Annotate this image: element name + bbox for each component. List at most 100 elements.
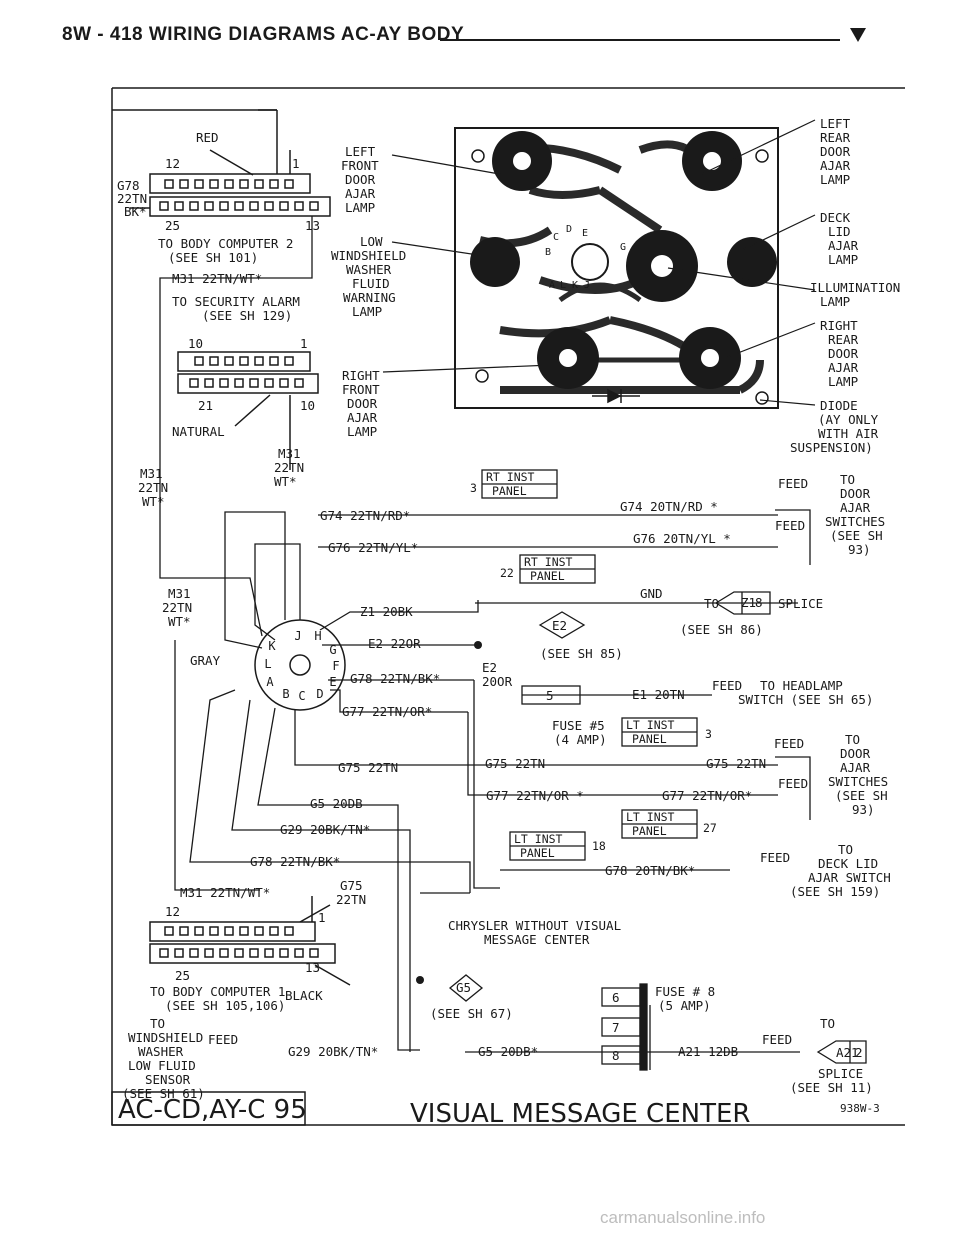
lamp-label-left-rear: LEFT REAR DOOR AJAR LAMP xyxy=(820,116,851,187)
header-rule xyxy=(440,39,840,41)
wire-label: 22TN xyxy=(138,480,168,495)
label-line: DIODE xyxy=(820,398,858,413)
feed-label: FEED xyxy=(712,678,742,693)
wire-label: G75 xyxy=(340,878,363,893)
note-line: WASHER xyxy=(138,1044,184,1059)
wire-label: 22TN xyxy=(336,892,366,907)
label-line: LAMP xyxy=(828,252,858,267)
lamp-leaders xyxy=(382,119,816,406)
vmc-wires xyxy=(159,458,778,1052)
connector-body-computer-2-labels: RED 12 1 25 13 TO BODY COMPUTER 2 (SEE S… xyxy=(117,130,320,323)
note-line: TO xyxy=(150,1016,165,1031)
label-line: LAMP xyxy=(820,294,850,309)
note-line: SENSOR xyxy=(145,1072,191,1087)
note-line: (SEE SH xyxy=(835,788,888,803)
wire-label: G5 20DB* xyxy=(478,1044,538,1059)
connector-body-computer-1 xyxy=(149,896,351,986)
note-line: AJAR xyxy=(840,500,871,515)
board-pins: C D E B G H A L K J xyxy=(545,224,636,291)
watermark: carmanualsonline.info xyxy=(600,1208,766,1227)
board-pin: C xyxy=(553,232,559,243)
note-line: AJAR xyxy=(840,760,871,775)
footer: AC-CD,AY-C 95 VISUAL MESSAGE CENTER 938W… xyxy=(118,1095,880,1129)
panel-label: PANEL xyxy=(492,484,527,498)
note-line: TO xyxy=(845,732,860,747)
panel-label: PANEL xyxy=(520,846,555,860)
feed-label: FEED xyxy=(774,736,804,751)
pin-number: 10 xyxy=(300,398,315,413)
label-line: WASHER xyxy=(346,262,392,277)
pin-letter: E xyxy=(329,675,336,689)
panel-label: LT INST xyxy=(626,810,675,824)
panel-label: LT INST xyxy=(626,718,675,732)
note-line: TO BODY COMPUTER 2 xyxy=(158,236,293,251)
wire-label: G77 22TN/OR* xyxy=(342,704,432,719)
note-line: MESSAGE CENTER xyxy=(484,932,590,947)
feed-label: FEED xyxy=(762,1032,792,1047)
panel-label: RT INST xyxy=(524,555,573,569)
board-lamp-sockets xyxy=(470,131,777,389)
wire-label: G77 22TN/OR* xyxy=(662,788,752,803)
footer-code: 938W-3 xyxy=(840,1102,880,1115)
footer-model: AC-CD,AY-C 95 xyxy=(118,1095,307,1125)
wire-label: G75 22TN xyxy=(485,756,545,771)
header-arrow-icon xyxy=(850,28,866,42)
board-pin: L xyxy=(560,280,566,291)
pin-number: 1 xyxy=(300,336,308,351)
note-line: TO xyxy=(840,472,855,487)
wire-color-red: RED xyxy=(196,130,219,145)
wire-label: Z1 20BK xyxy=(360,604,413,619)
board-pin: D xyxy=(566,224,572,235)
feed-label: FEED xyxy=(775,518,805,533)
right-wires xyxy=(420,509,811,1070)
wire-label: E1 20TN xyxy=(632,687,685,702)
note-line: SWITCHES xyxy=(828,774,888,789)
note-line: (5 AMP) xyxy=(658,998,711,1013)
lamp-label-illumination: ILLUMINATION LAMP xyxy=(810,280,900,309)
wire-label: E2 xyxy=(482,660,497,675)
board-pin: B xyxy=(545,247,551,258)
label-line: DOOR xyxy=(347,396,378,411)
footer-title: VISUAL MESSAGE CENTER xyxy=(410,1099,750,1129)
note-line: FUSE # 8 xyxy=(655,984,715,999)
wire-label: G75 22TN xyxy=(706,756,766,771)
fuse-numbers: 5 6 7 8 xyxy=(546,688,620,1063)
inst-panel-boxes xyxy=(481,469,698,861)
note-line: LOW FLUID xyxy=(128,1058,196,1073)
wire-label: M31 xyxy=(278,446,301,461)
wire-color-black: BLACK xyxy=(285,988,323,1003)
label-line: WINDSHIELD xyxy=(331,248,406,263)
note-line: TO xyxy=(704,596,719,611)
splice-label: 8 xyxy=(755,595,763,610)
panel-num: 18 xyxy=(592,839,606,853)
pin-number: 13 xyxy=(305,960,320,975)
feed-label: FEED xyxy=(760,850,790,865)
pin-letter: H xyxy=(314,629,321,643)
note-line: SPLICE xyxy=(778,596,823,611)
board-pin: J xyxy=(584,280,590,291)
wire-label: WT* xyxy=(274,474,297,489)
fuse-number: 7 xyxy=(612,1020,620,1035)
splice-label: 2 xyxy=(855,1045,863,1060)
connector-body-computer-2 xyxy=(112,109,331,217)
pin-letter: G xyxy=(329,643,336,657)
note-line: TO HEADLAMP xyxy=(760,678,843,693)
note-line: (SEE SH 101) xyxy=(168,250,258,265)
wire-m31-top xyxy=(159,216,313,458)
note-line: (SEE SH 61) xyxy=(122,1086,205,1101)
wire-label: E2 22OR xyxy=(368,636,421,651)
board-pin: K xyxy=(572,280,578,291)
wire-label: M31 xyxy=(168,586,191,601)
note-line: (SEE SH 11) xyxy=(790,1080,873,1095)
board-pin: H xyxy=(630,258,636,269)
wire-label: G29 20BK/TN* xyxy=(280,822,370,837)
label-line: WARNING xyxy=(343,290,396,305)
note-line: FUSE #5 xyxy=(552,718,605,733)
pin-number: 12 xyxy=(165,904,180,919)
wire-label: G5 20DB xyxy=(310,796,363,811)
pin-letter: C xyxy=(298,689,305,703)
note-line: SPLICE xyxy=(818,1066,863,1081)
label-line: FRONT xyxy=(341,158,379,173)
note-line: (4 AMP) xyxy=(554,732,607,747)
label-line: LAMP xyxy=(820,172,850,187)
